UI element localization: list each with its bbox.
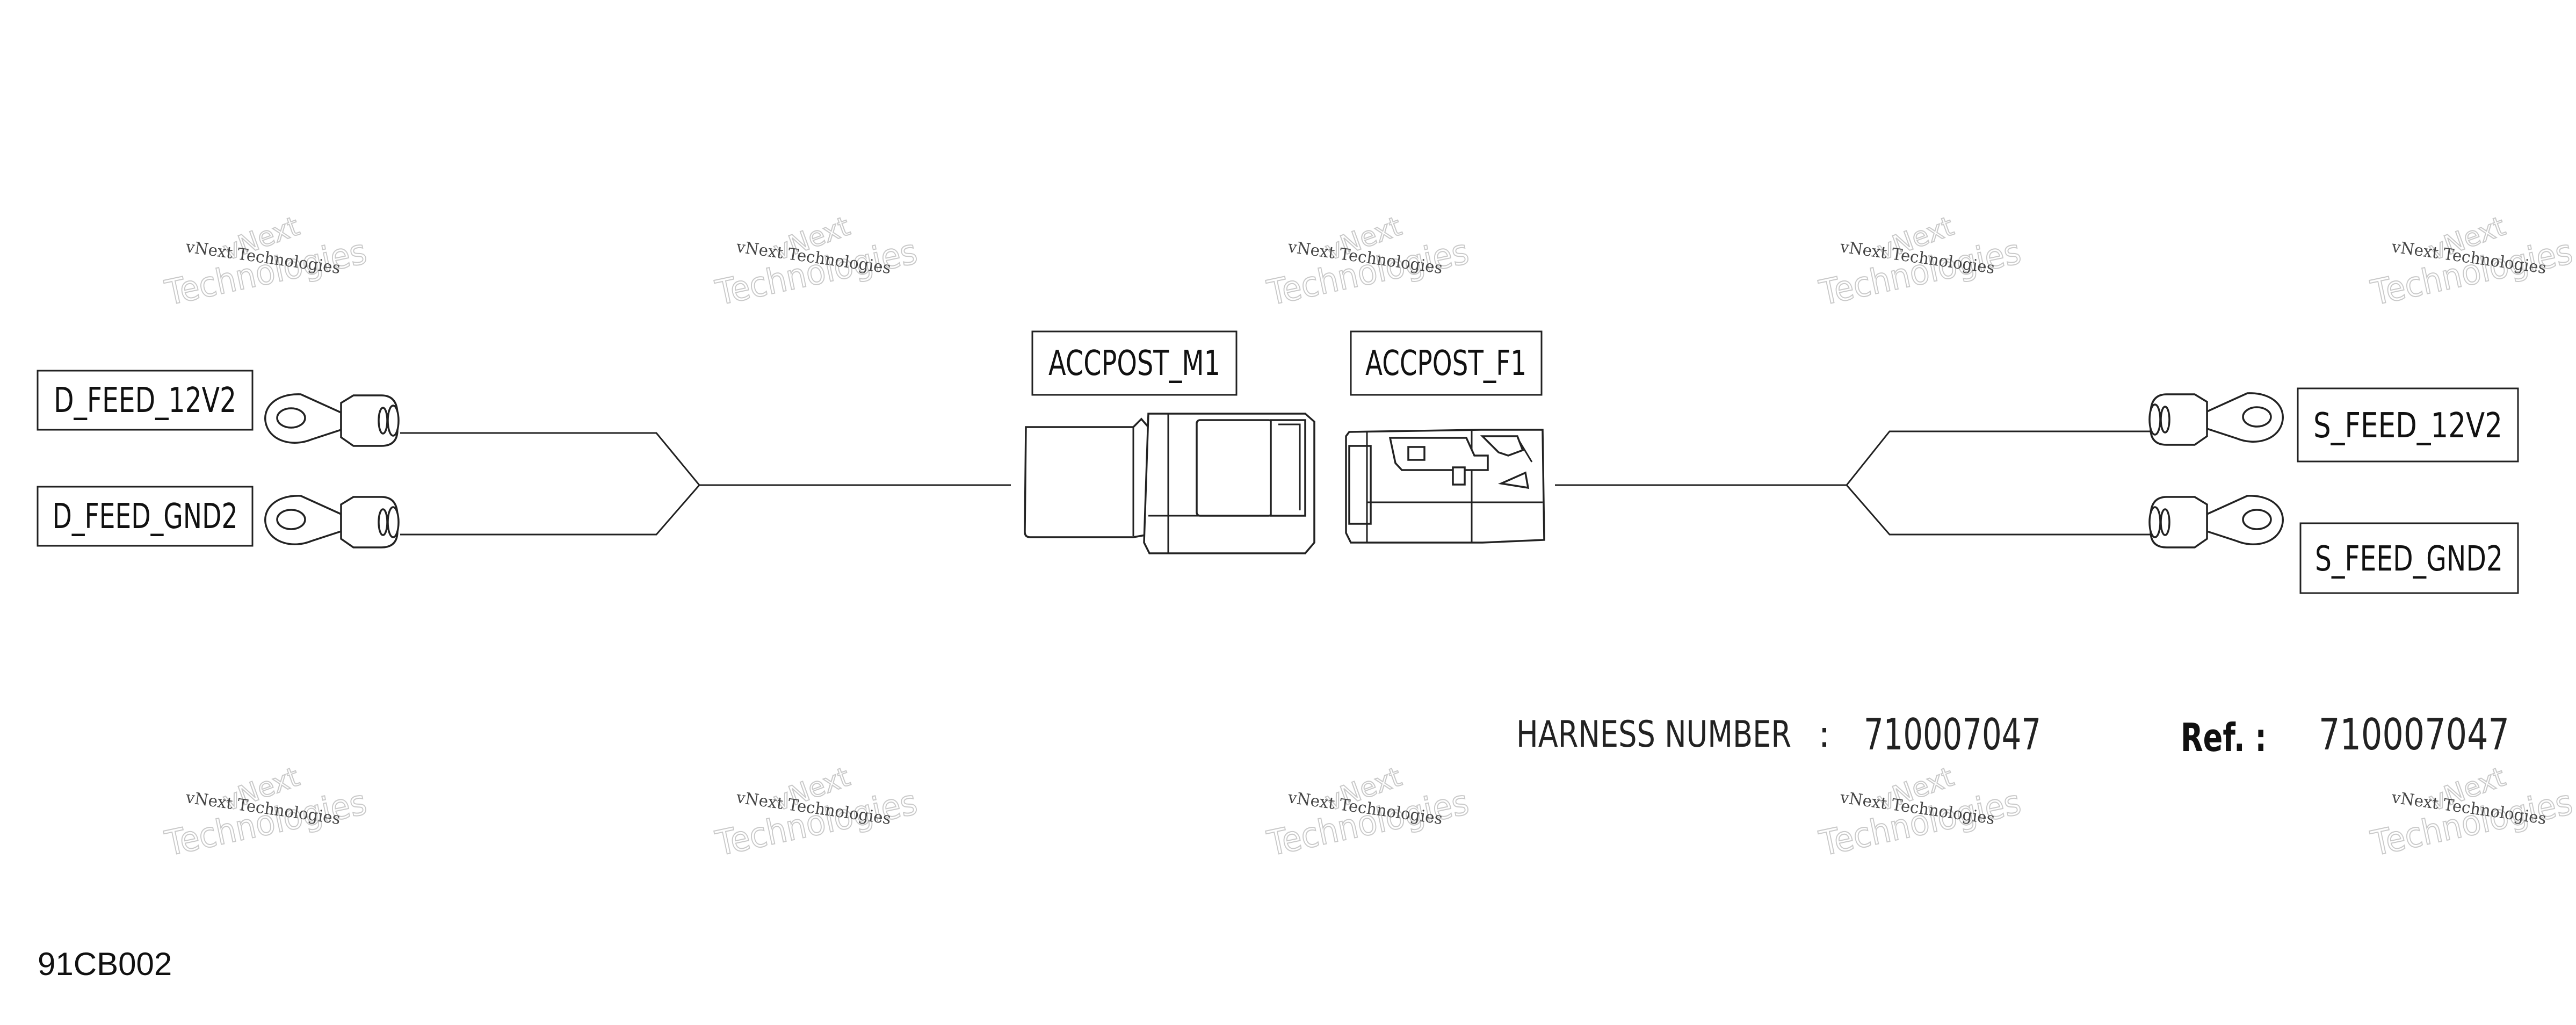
ref-value: 710007047 bbox=[2319, 710, 2509, 760]
label-text: ACCPOST_F1 bbox=[1365, 344, 1526, 384]
label-accpost-f1: ACCPOST_F1 bbox=[1350, 330, 1543, 396]
label-accpost-m1: ACCPOST_M1 bbox=[1031, 330, 1238, 396]
diagram-code: 91CB002 bbox=[38, 946, 172, 982]
label-text: D_FEED_12V2 bbox=[54, 381, 236, 421]
ring-terminal-s-feed-gnd2 bbox=[2148, 495, 2284, 548]
label-text: D_FEED_GND2 bbox=[53, 497, 238, 537]
label-s-feed-gnd2: S_FEED_GND2 bbox=[2299, 522, 2519, 594]
right-wires bbox=[1555, 430, 2153, 536]
left-wires bbox=[400, 432, 1011, 536]
label-d-feed-12v2: D_FEED_12V2 bbox=[37, 370, 254, 431]
ring-terminal-d-feed-12v2 bbox=[264, 393, 400, 447]
label-d-feed-gnd2: D_FEED_GND2 bbox=[37, 486, 254, 547]
harness-number-value: 710007047 bbox=[1864, 710, 2041, 760]
label-text: S_FEED_12V2 bbox=[2313, 406, 2502, 446]
label-text: S_FEED_GND2 bbox=[2315, 539, 2503, 579]
ref-label: Ref. : bbox=[2181, 715, 2267, 760]
label-text: ACCPOST_M1 bbox=[1048, 344, 1220, 384]
harness-number-label: HARNESS NUMBER bbox=[1516, 713, 1791, 756]
label-s-feed-12v2: S_FEED_12V2 bbox=[2297, 387, 2519, 463]
connector-accpost-m1 bbox=[1024, 413, 1315, 554]
harness-number-colon: : bbox=[1818, 713, 1830, 756]
connector-accpost-f1 bbox=[1345, 429, 1545, 544]
ring-terminal-d-feed-gnd2 bbox=[264, 495, 400, 548]
ring-terminal-s-feed-12v2 bbox=[2148, 392, 2284, 446]
